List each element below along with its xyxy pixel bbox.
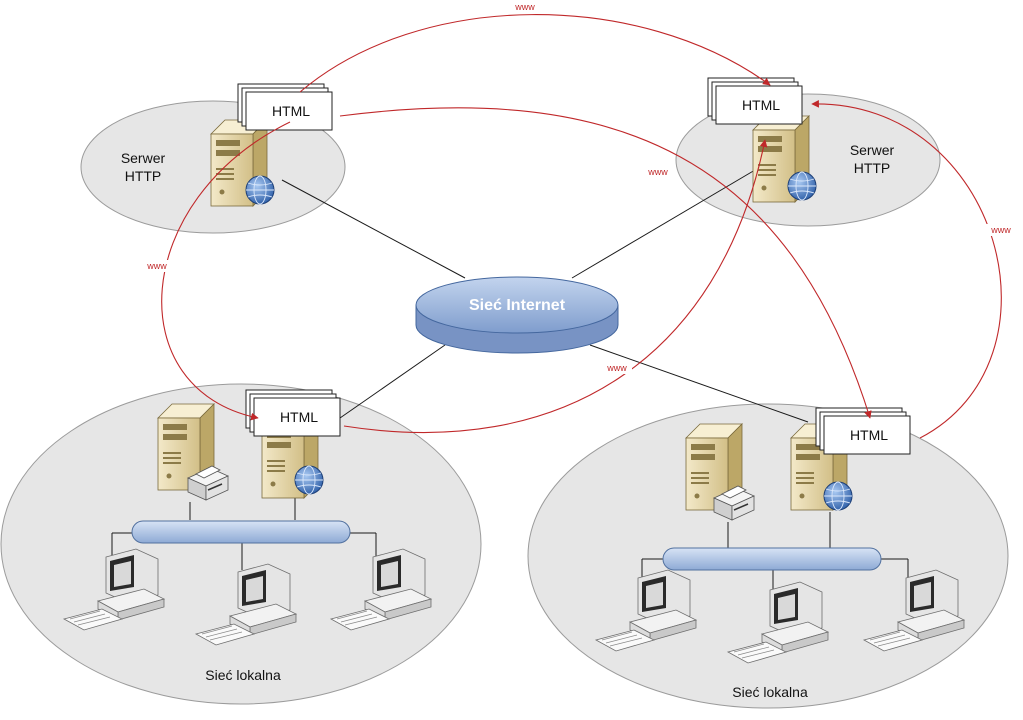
www-label: www (986, 224, 1016, 236)
lan-bus-right (641, 512, 909, 590)
svg-text:HTML: HTML (742, 97, 780, 113)
svg-text:www: www (647, 167, 668, 177)
link-internet-server-right (571, 169, 756, 279)
svg-text:HTML: HTML (272, 103, 310, 119)
globe-icon (823, 481, 853, 511)
lan-label: Sieć lokalna (205, 667, 281, 683)
internet-label: Sieć Internet (469, 297, 566, 314)
globe-icon (245, 175, 275, 205)
lan-bus-left (111, 490, 377, 570)
www-label: www (602, 362, 632, 374)
www-link-right (811, 100, 1002, 439)
svg-text:www: www (146, 261, 167, 271)
server-label-line1: Serwer (121, 150, 166, 166)
www-label: www (643, 166, 673, 178)
svg-text:HTML: HTML (280, 409, 318, 425)
www-link-diagonal (339, 107, 872, 419)
html-document-lan-left: HTML (245, 389, 341, 437)
server-label-line1: Serwer (850, 142, 895, 158)
www-label: www (510, 1, 540, 13)
www-link-top (299, 14, 771, 93)
internet-cloud: Sieć Internet (415, 276, 619, 354)
svg-text:www: www (514, 2, 535, 12)
html-document-server-right: HTML (707, 77, 803, 125)
globe-icon (294, 465, 324, 495)
link-internet-server-left (281, 179, 466, 279)
link-internet-lan-right (589, 344, 809, 423)
link-internet-lan-left (339, 344, 446, 419)
www-label: www (142, 260, 172, 272)
svg-text:www: www (990, 225, 1011, 235)
www-link-center (343, 139, 768, 433)
www-link-left (161, 121, 291, 421)
html-document-server-left: HTML (237, 83, 333, 131)
svg-text:www: www (606, 363, 627, 373)
server-label-line2: HTTP (125, 168, 162, 184)
globe-icon (787, 171, 817, 201)
lan-label: Sieć lokalna (732, 684, 808, 700)
server-label-line2: HTTP (854, 160, 891, 176)
html-document-lan-right: HTML (815, 407, 911, 455)
svg-text:HTML: HTML (850, 427, 888, 443)
